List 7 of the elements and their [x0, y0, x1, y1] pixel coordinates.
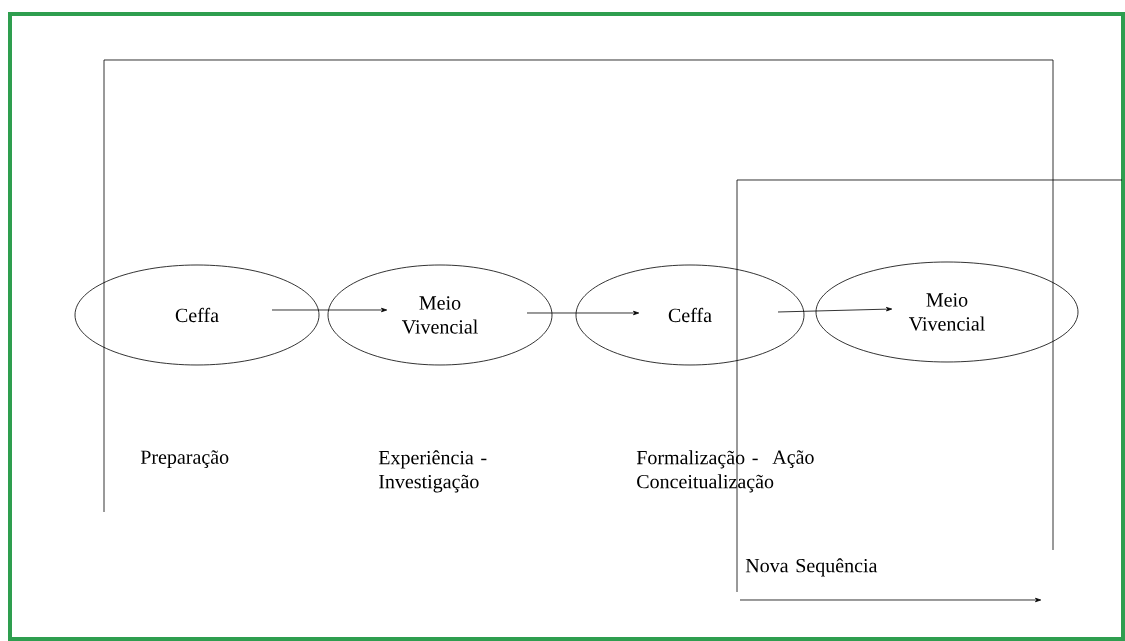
arrow	[526, 310, 640, 316]
stage-label: Preparação	[140, 450, 229, 468]
stage-label: Nova Sequência	[745, 558, 878, 577]
stage-label: Ação	[772, 450, 814, 468]
arrow	[271, 307, 388, 313]
stage-label: Formalização - Conceitualização	[636, 450, 774, 493]
stage-label: Experiência - Investigação	[378, 450, 487, 493]
